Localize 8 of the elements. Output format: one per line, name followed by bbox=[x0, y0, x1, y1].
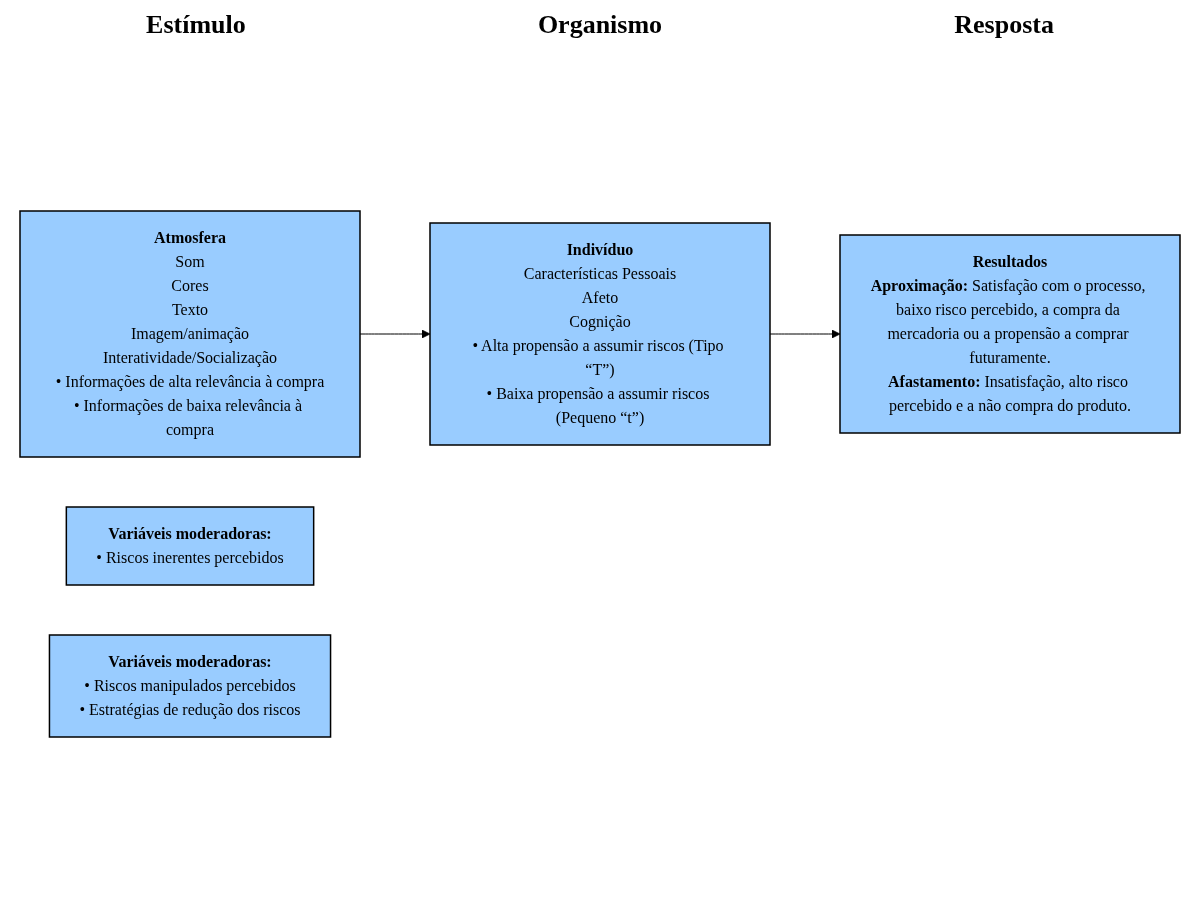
node-box: Variáveis moderadoras: • Riscos inerentes percebidos bbox=[65, 506, 315, 586]
column-heading: Resposta bbox=[954, 10, 1054, 40]
column-heading: Organismo bbox=[537, 10, 663, 40]
node-box: Variáveis moderadoras: • Riscos manipulados percebidos • Estratégias de redução dos riscos bbox=[48, 634, 332, 738]
column-heading: Estímulo bbox=[146, 10, 246, 40]
node-box: Resultados Aproximação: Satisfação com o processo, baixo risco percebido, a compra da mercadoria ou a propensão a comprar futuramente. Afastamento: Insatisfação, alto risco percebido e a não compra do produto. bbox=[839, 234, 1181, 434]
node-box: Atmosfera Som Cores Texto Imagem/animação Interatividade/Socialização • Informações de alta relevância à compra • Informações de baixa relevância à compra bbox=[19, 210, 361, 458]
node-box: Indivíduo Características Pessoais Afeto Cognição • Alta propensão a assumir riscos (Tipo “T”) • Baixa propensão a assumir riscos (Pequeno “t”) bbox=[429, 222, 771, 446]
